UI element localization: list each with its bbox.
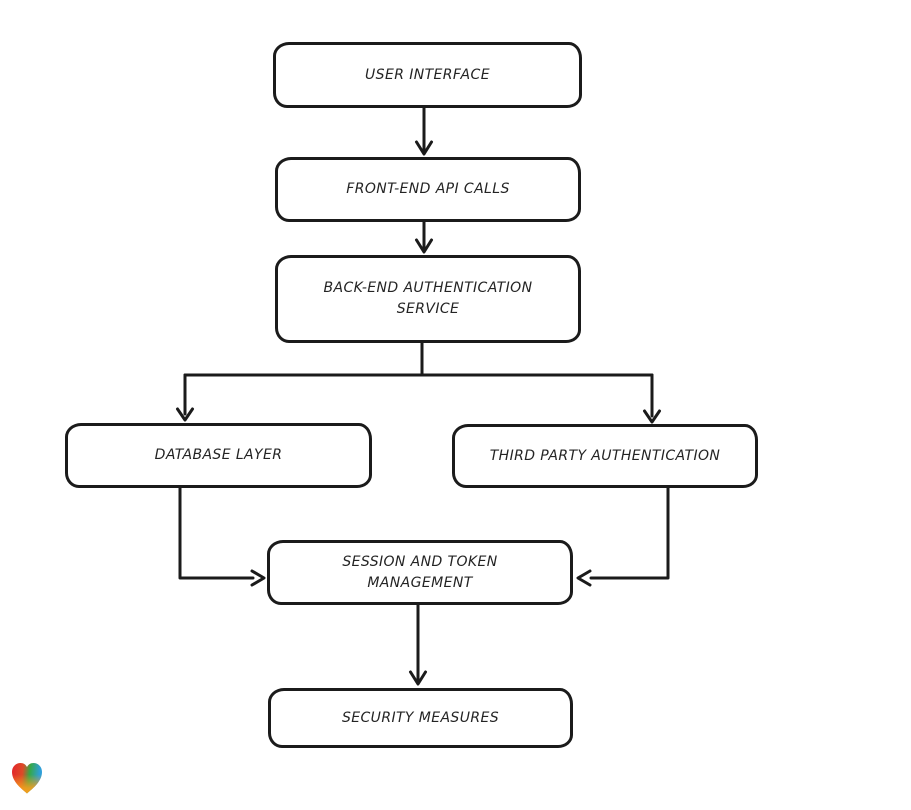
- node-security-measures: SECURITY MEASURES: [268, 688, 573, 748]
- node-label: THIRD PARTY AUTHENTICATION: [489, 447, 721, 464]
- edge-front-end-api-calls-to-back-end-authentication-service: [415, 219, 433, 254]
- edge-session-and-token-management-to-security-measures: [409, 602, 427, 686]
- node-label: BACK-END AUTHENTICATION SERVICE: [323, 280, 533, 317]
- node-database-layer: DATABASE LAYER: [65, 423, 372, 488]
- node-front-end-api-calls: FRONT-END API CALLS: [275, 157, 581, 222]
- gradient-heart-logo-icon: [12, 763, 42, 794]
- edge-back-end-authentication-service-branch: [176, 340, 661, 424]
- node-label: DATABASE LAYER: [154, 447, 283, 463]
- edge-database-layer-to-session-and-token-management: [178, 485, 266, 587]
- node-label: SECURITY MEASURES: [341, 709, 500, 726]
- node-third-party-authentication: THIRD PARTY AUTHENTICATION: [452, 424, 758, 488]
- node-label: FRONT-END API CALLS: [346, 181, 510, 197]
- node-session-and-token-management: SESSION AND TOKEN MANAGEMENT: [267, 540, 573, 605]
- node-back-end-authentication-service: BACK-END AUTHENTICATION SERVICE: [275, 255, 581, 343]
- node-user-interface: USER INTERFACE: [273, 42, 582, 108]
- node-label: SESSION AND TOKEN MANAGEMENT: [342, 553, 498, 591]
- node-label: USER INTERFACE: [365, 66, 490, 83]
- edge-third-party-authentication-to-session-and-token-management: [576, 485, 670, 587]
- edge-user-interface-to-front-end-api-calls: [415, 105, 433, 156]
